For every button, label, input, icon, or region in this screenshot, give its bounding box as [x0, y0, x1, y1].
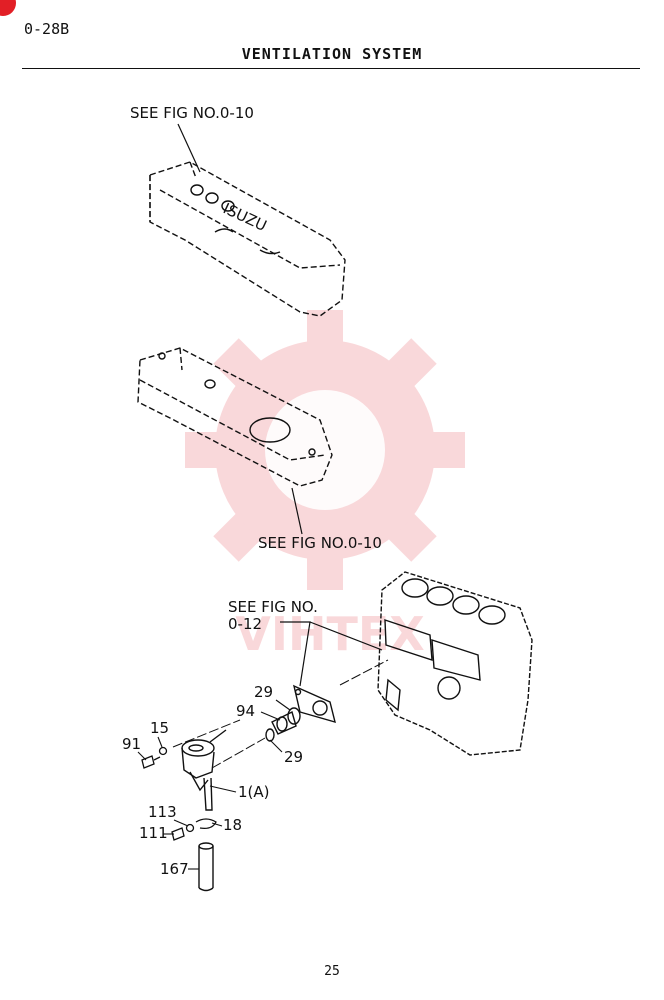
- part-number-91: 91: [122, 735, 141, 753]
- leader-line: [309, 621, 383, 651]
- part-number-15: 15: [150, 719, 169, 737]
- hose-fitting-assembly: [265, 707, 301, 742]
- see-fig-callout-block-line2: 0-12: [228, 615, 262, 633]
- hose-clip-assembly: [171, 818, 217, 841]
- part-number-1a: 1(A): [238, 783, 270, 801]
- rocker-cover-middle: [137, 347, 333, 487]
- watermark-text: VIHTEX: [235, 607, 424, 661]
- part-number-111: 111: [139, 824, 168, 842]
- watermark-logo: VIHTEX: [185, 310, 465, 661]
- part-number-29a: 29: [254, 683, 273, 701]
- part-number-29b: 29: [284, 748, 303, 766]
- assembly-line: [172, 719, 241, 748]
- breather-bracket: [293, 684, 336, 724]
- leader-line: [291, 487, 303, 535]
- leader-line: [177, 123, 201, 173]
- breather-hose: [198, 842, 214, 892]
- part-number-113: 113: [148, 803, 177, 821]
- corner-marker: [0, 0, 16, 16]
- title-divider: [22, 68, 640, 69]
- part-number-94: 94: [236, 702, 255, 720]
- see-fig-callout-block-line1: SEE FIG NO.: [228, 598, 318, 616]
- bolt-91: [141, 746, 168, 769]
- figure-code: 0-28B: [24, 20, 70, 38]
- engine-block: [377, 571, 533, 756]
- assembly-line: [339, 659, 389, 686]
- see-fig-callout-top: SEE FIG NO.0-10: [130, 104, 254, 122]
- see-fig-callout-middle: SEE FIG NO.0-10: [258, 534, 382, 552]
- page-title: VENTILATION SYSTEM: [241, 45, 423, 63]
- part-number-167: 167: [160, 860, 189, 878]
- assembly-line: [211, 737, 266, 769]
- part-number-18: 18: [223, 816, 242, 834]
- page-number: 25: [324, 964, 340, 979]
- rocker-cover-top: [149, 161, 346, 317]
- breather-assembly: [181, 729, 227, 811]
